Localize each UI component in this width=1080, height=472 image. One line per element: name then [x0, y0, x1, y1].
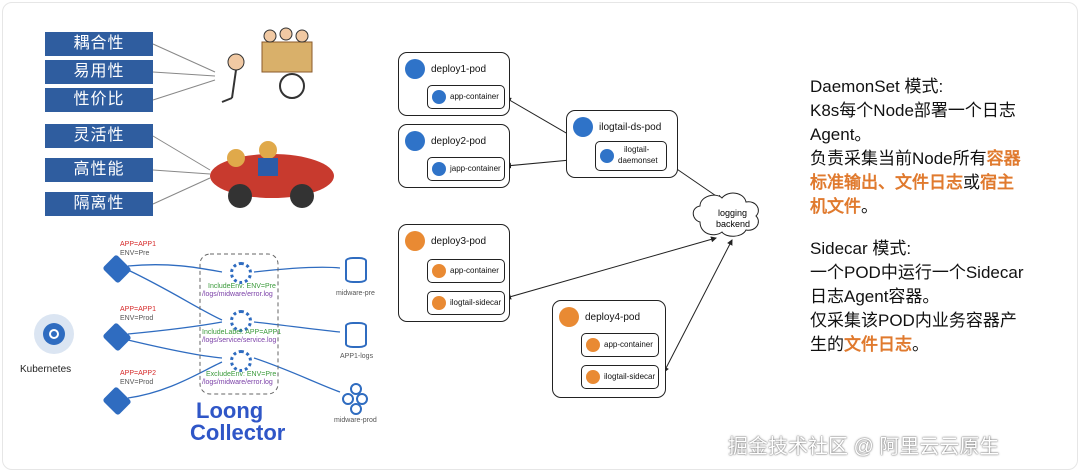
container-box: app-container [581, 333, 659, 357]
sidecar-desc: 生的文件日志。 [810, 335, 929, 354]
gear-icon [230, 350, 252, 372]
rule-path: /logs/midware/error.log [202, 291, 273, 298]
feature-coupling: 耦合性 [45, 32, 153, 56]
app-label: APP=APP1 [120, 306, 156, 313]
kubernetes-label: Kubernetes [20, 364, 72, 375]
container-label: app-container [604, 340, 653, 349]
pod-deploy3: deploy3-pod app-container ilogtail-sidec… [398, 224, 510, 322]
sidecar-desc: 仅采集该POD内业务容器产 [810, 311, 1017, 330]
env-label: ENV=Prod [120, 315, 154, 322]
container-box: ilogtail- daemonset [595, 141, 667, 171]
feature-performance: 高性能 [45, 158, 153, 182]
gear-icon [586, 338, 600, 352]
feature-cost: 性价比 [45, 88, 153, 112]
target-label: midware-prod [334, 417, 377, 424]
sidecar-label: ilogtail-sidecar [450, 298, 502, 307]
sidecar-desc: 一个POD中运行一个Sidecar [810, 263, 1024, 282]
rickshaw-illustration [221, 27, 313, 103]
app-label: APP=APP1 [120, 241, 156, 248]
gear-icon [432, 296, 446, 310]
container-box: app-container [427, 259, 505, 283]
gear-icon [432, 162, 446, 176]
pod-title: deploy1-pod [431, 64, 487, 75]
daemonset-title: DaemonSet 模式: [810, 77, 944, 96]
rule-path: /logs/midware/error.log [202, 379, 273, 386]
collector-logo-line2: Collector [190, 420, 286, 445]
daemonset-desc: Agent。 [810, 125, 872, 144]
app-label: APP=APP2 [120, 370, 156, 377]
database-icon [345, 322, 367, 348]
pod-title: ilogtail-ds-pod [599, 122, 662, 133]
daemonset-desc: 机文件。 [810, 197, 878, 216]
feature-flexibility: 灵活性 [45, 124, 153, 148]
target-label: midware-pre [336, 290, 375, 297]
container-label: ilogtail- [624, 145, 650, 154]
pod-icon [405, 131, 425, 151]
sidecar-title: Sidecar 模式: [810, 239, 912, 258]
motorbike-illustration [210, 141, 334, 208]
env-label: ENV=Prod [120, 379, 154, 386]
pod-icon [573, 117, 593, 137]
gear-icon [600, 149, 614, 163]
sidecar-label: ilogtail-sidecar [604, 372, 656, 381]
gear-icon [230, 310, 252, 332]
pod-title: deploy2-pod [431, 136, 487, 147]
pod-daemonset: ilogtail-ds-pod ilogtail- daemonset [566, 110, 678, 178]
kafka-icon [342, 383, 368, 415]
backend-label: backend [716, 219, 751, 229]
container-label: japp-container [450, 164, 501, 173]
pod-icon [559, 307, 579, 327]
container-label: app-container [450, 92, 499, 101]
sidecar-box: ilogtail-sidecar [581, 365, 659, 389]
pod-icon [405, 59, 425, 79]
rule-path: /logs/service/service.log [202, 337, 277, 344]
gear-icon [432, 264, 446, 278]
rule-filter: IncludeLabel: APP=APP1 [202, 329, 282, 336]
collector-logo-line1: Loong [196, 398, 264, 423]
backend-label: logging [718, 208, 748, 218]
rule-filter: ExcludeEnv: ENV=Pre [206, 371, 277, 378]
container-box: app-container [427, 85, 505, 109]
pod-icon [405, 231, 425, 251]
daemonset-desc: 负责采集当前Node所有容器 [810, 149, 1021, 168]
database-icon [345, 257, 367, 283]
watermark: 掘金技术社区 @ 阿里云云原生 [728, 436, 1000, 458]
feature-isolation: 隔离性 [45, 192, 153, 216]
container-label: app-container [450, 266, 499, 275]
env-label: ENV=Pre [120, 250, 150, 257]
daemonset-desc: K8s每个Node部署一个日志 [810, 101, 1016, 120]
daemonset-desc: 标准输出、文件日志或宿主 [810, 173, 1014, 192]
container-box: japp-container [427, 157, 505, 181]
feature-usability: 易用性 [45, 60, 153, 84]
rule-filter: IncludeEnv: ENV=Pre [208, 283, 276, 290]
gear-icon [432, 90, 446, 104]
sidecar-box: ilogtail-sidecar [427, 291, 505, 315]
container-label: daemonset [618, 156, 658, 165]
gear-icon [586, 370, 600, 384]
pod-deploy1: deploy1-pod app-container [398, 52, 510, 116]
target-label: APP1-logs [340, 353, 374, 360]
pod-title: deploy4-pod [585, 312, 641, 323]
sidecar-desc: 日志Agent容器。 [810, 287, 940, 306]
pod-deploy4: deploy4-pod app-container ilogtail-sidec… [552, 300, 666, 398]
pod-title: deploy3-pod [431, 236, 487, 247]
gear-icon [230, 262, 252, 284]
kubernetes-icon [34, 314, 74, 354]
pod-deploy2: deploy2-pod japp-container [398, 124, 510, 188]
